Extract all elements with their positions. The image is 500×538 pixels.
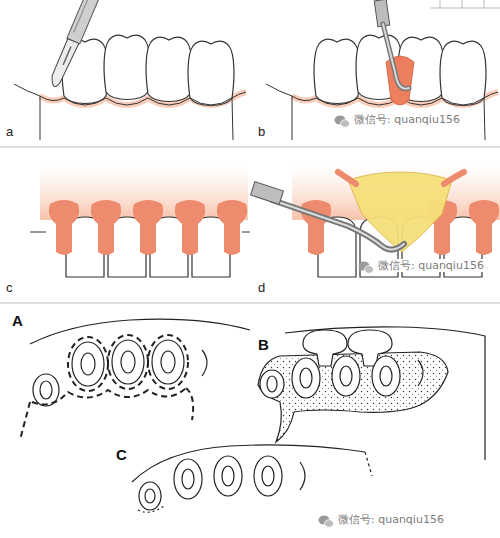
watermark-icon [335, 116, 350, 128]
papilla-edge [338, 172, 464, 184]
papilla [175, 200, 205, 255]
tooth-section [260, 370, 284, 398]
raised-flap [348, 172, 452, 252]
incision-line [32, 388, 186, 404]
tissue-line [365, 452, 372, 476]
pulp-section [40, 381, 52, 399]
panel-a-drawing [14, 0, 246, 140]
tissue-line [14, 84, 40, 140]
tissue-line [30, 232, 250, 233]
papilla [217, 200, 247, 255]
incision-line [68, 337, 108, 391]
table-edge [462, 0, 463, 8]
panel-b-drawing [266, 0, 498, 140]
papilla [91, 200, 121, 255]
scalpel-handle [67, 0, 104, 44]
instrument-shaft [272, 200, 404, 250]
panel-c-drawing [30, 166, 250, 277]
scalpel-blade [49, 39, 79, 89]
papilla [49, 200, 79, 255]
panel-letter: b [258, 124, 265, 140]
panel-letter: a [6, 124, 13, 140]
watermark-icon [319, 516, 334, 528]
releasing-incision [20, 402, 30, 440]
watermark: 微信号: quanqiu156 [352, 113, 462, 126]
figure-a-drawing [20, 319, 250, 440]
tooth-crown [104, 35, 150, 99]
watermark-icon [359, 262, 374, 274]
papilla [469, 200, 499, 255]
tissue-line [266, 84, 292, 140]
elevator-shaft [383, 24, 409, 89]
tooth-crown [146, 37, 192, 101]
papilla [386, 56, 414, 105]
pulp-section [121, 351, 135, 373]
divider-line [0, 303, 500, 304]
palatal-outline [285, 327, 485, 460]
figure-c-drawing [132, 445, 372, 512]
pulp-section [267, 376, 277, 392]
pulp-section [380, 366, 392, 386]
pulp-section [81, 353, 95, 375]
tooth-crown [314, 39, 360, 103]
tooth-section [372, 356, 400, 396]
incision-line [148, 335, 188, 389]
tissue-line [232, 98, 233, 140]
palatal-outline [132, 445, 365, 482]
tooth-section [72, 342, 104, 386]
tooth-section [174, 459, 202, 499]
pulp-section [340, 366, 352, 386]
pulp-section [182, 469, 194, 489]
tooth-section [254, 456, 282, 496]
incision-line [108, 335, 148, 389]
tooth-section [418, 360, 423, 386]
pulp-section [262, 466, 274, 486]
figure-letter: A [12, 312, 23, 330]
watermark: 微信号: quanqiu156 [376, 259, 486, 272]
scalpel [48, 0, 104, 89]
pulp-section [300, 368, 312, 388]
tissue-line [484, 98, 485, 140]
releasing-incision [186, 388, 193, 420]
tooth-section [214, 456, 242, 496]
panel-letter: d [258, 280, 265, 296]
instrument-shine [272, 200, 404, 250]
tooth-section [112, 340, 144, 384]
table-edge [440, 0, 441, 8]
scalpel-groove [74, 0, 91, 33]
figure-b-drawing [258, 327, 485, 460]
gingival-margin [40, 92, 246, 105]
panel-d-drawing [251, 166, 500, 277]
panel-letter: c [6, 280, 13, 296]
tooth-crown [188, 41, 234, 105]
divider-line [0, 147, 500, 148]
tooth-crown [440, 41, 486, 105]
tooth-section [292, 358, 320, 398]
frame [0, 0, 500, 303]
tooth-section [300, 462, 305, 490]
watermark: 微信号: quanqiu156 [336, 513, 446, 526]
pulp-section [161, 351, 175, 373]
tooth-section [139, 482, 161, 510]
papilla [133, 200, 163, 255]
table-edge [484, 0, 485, 8]
tooth-section [152, 340, 184, 384]
blade-slot [63, 47, 71, 65]
pulp-section [222, 466, 234, 486]
tooth-section [332, 356, 360, 396]
sutured-margin [138, 506, 164, 512]
elevator-shine [383, 24, 409, 89]
papilla [301, 200, 331, 255]
pulp-section [145, 489, 155, 503]
reflected-flap [258, 352, 448, 442]
tooth-section [202, 350, 207, 376]
figure-letter: B [258, 336, 269, 354]
instrument-handle [251, 182, 284, 205]
incision-lines [20, 335, 193, 440]
figure-letter: C [116, 446, 127, 464]
